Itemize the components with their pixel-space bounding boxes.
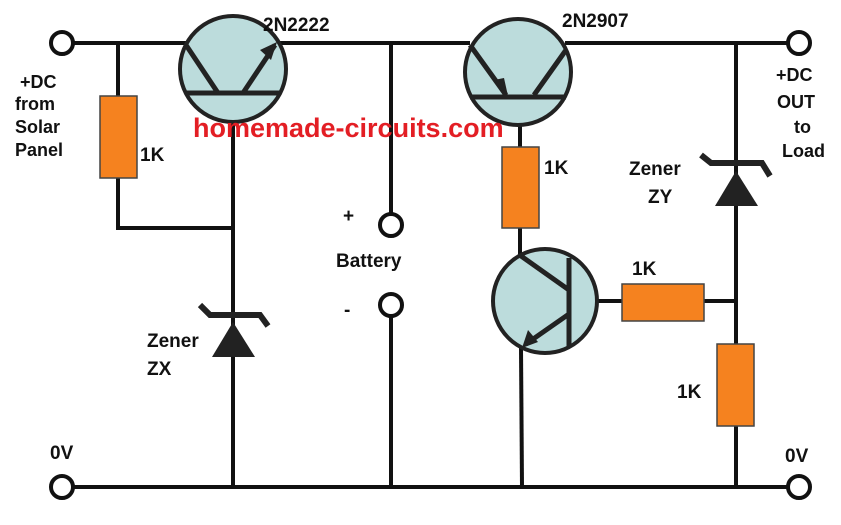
wire-q3-emitter (518, 345, 525, 490)
zener-zx-label-line-1: Zener (147, 331, 199, 352)
zener-zx-cathode-icon (197, 302, 271, 328)
wires (70, 41, 791, 490)
r2-value-label: 1K (544, 158, 569, 179)
terminal-dc-output[interactable] (786, 30, 812, 56)
watermark-text: homemade-circuits.com (193, 113, 504, 143)
load-label-line-2: OUT (777, 92, 815, 112)
zener-zx-label-line-2: ZX (147, 359, 172, 380)
battery-label: Battery (336, 251, 402, 272)
q3-collector (519, 253, 571, 293)
ground-left-label: 0V (50, 443, 74, 464)
zener-zx (197, 302, 271, 357)
r4-value-label: 1K (677, 382, 702, 403)
resistor-r4 (716, 343, 755, 427)
ground-right-label: 0V (785, 446, 809, 467)
resistor-r2 (501, 146, 540, 229)
q1-collector (183, 43, 221, 95)
transistor-q3 (491, 247, 599, 355)
zener-zy-triangle-icon (715, 171, 758, 206)
load-label-line-4: Load (782, 141, 825, 161)
terminal-battery-plus[interactable] (378, 212, 404, 238)
q2-emitter-arrow-icon (494, 78, 508, 96)
zener-zy-cathode-icon (699, 152, 773, 178)
q1-part-label: 2N2222 (263, 15, 330, 36)
terminal-ground-right[interactable] (786, 474, 812, 500)
resistor-r1 (99, 95, 138, 179)
load-label-line-1: +DC (776, 65, 813, 85)
q1-emitter-arrow-icon (260, 42, 277, 60)
solar-label-line-2: from (15, 94, 55, 114)
solar-input-label: +DC from Solar Panel (15, 72, 63, 160)
q2-part-label: 2N2907 (562, 11, 629, 32)
transistor-q1 (178, 14, 288, 124)
battery-plus-sign: + (343, 206, 354, 227)
solar-label-line-1: +DC (20, 72, 57, 92)
q2-collector (531, 48, 569, 97)
solar-label-line-4: Panel (15, 140, 63, 160)
zener-zx-triangle-icon (212, 322, 255, 357)
terminal-solar-input[interactable] (49, 30, 75, 56)
terminal-battery-minus[interactable] (378, 292, 404, 318)
zener-zy-label-line-1: Zener (629, 159, 681, 180)
r1-value-label: 1K (140, 145, 165, 166)
resistor-r3 (621, 283, 705, 322)
solar-label-line-3: Solar (15, 117, 60, 137)
zener-zy (699, 152, 773, 206)
battery-minus-sign: - (344, 300, 350, 321)
transistor-q2 (463, 17, 573, 127)
zener-zy-label-line-2: ZY (648, 187, 673, 208)
r3-value-label: 1K (632, 259, 657, 280)
load-label-line-3: to (794, 117, 811, 137)
transistor-q3-body (491, 247, 599, 355)
load-output-label: +DC OUT to Load (776, 65, 825, 161)
transistor-q2-body (463, 17, 573, 127)
terminal-ground-left[interactable] (49, 474, 75, 500)
q3-emitter-arrow-icon (522, 330, 538, 348)
